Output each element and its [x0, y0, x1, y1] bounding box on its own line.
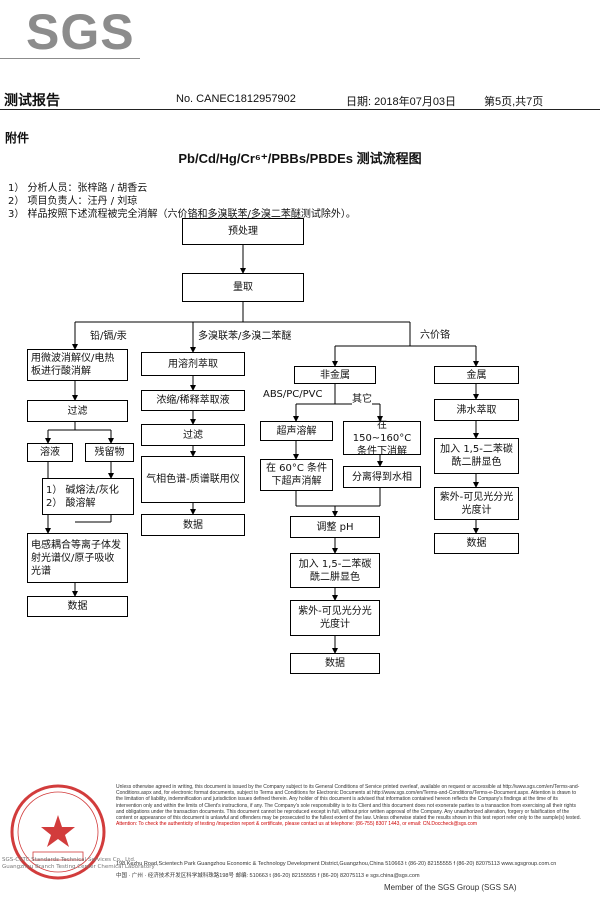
- pbb-concentrate-box: 浓缩/稀释萃取液: [141, 390, 245, 411]
- metals-solution-box: 溶液: [27, 443, 73, 462]
- pbb-extract-box: 用溶剂萃取: [141, 352, 245, 376]
- cr-metal-data-box: 数据: [434, 533, 519, 554]
- report-title: 测试报告: [4, 93, 60, 109]
- metals-filter-box: 过滤: [27, 400, 128, 422]
- abs-pc-pvc-label: ABS/PC/PVC: [263, 389, 323, 400]
- header-rule: [0, 109, 600, 110]
- authenticity-notice: Attention: To check the authenticity of …: [116, 821, 478, 828]
- pbb-gcms-box: 气相色谱-质谱联用仪: [141, 456, 245, 503]
- sgs-logo: SGS: [26, 4, 135, 60]
- disclaimer-body: Unless otherwise agreed in writing, this…: [116, 784, 581, 822]
- metals-data-box: 数据: [27, 596, 128, 617]
- page-number: 第5页,共7页: [484, 96, 544, 108]
- other-label: 其它: [352, 390, 372, 405]
- cr-metal-uv-box: 紫外-可见光分光光度计: [434, 487, 519, 520]
- cr-separate-box: 分离得到水相: [343, 466, 421, 488]
- cr-digest-150-box: 在 150~160°C 条件下消解: [343, 420, 421, 457]
- note-analyst: 1） 分析人员：张梓路 / 胡香云: [8, 183, 148, 194]
- pbb-filter-box: 过滤: [141, 424, 245, 446]
- cr-metal-box: 金属: [434, 366, 519, 384]
- residue-step-1: 1） 碱熔法/灰化: [46, 484, 119, 496]
- cr-metal-reagent-box: 加入 1,5-二苯碳酰二肼显色: [434, 438, 519, 474]
- note-project-lead: 2） 项目负责人：汪丹 / 刘琼: [8, 196, 138, 207]
- branch-label-metals: 铅/镉/汞: [90, 327, 127, 342]
- note-digestion: 3） 样品按照下述流程被完全消解（六价铬和多溴联苯/多溴二苯醚测试除外）。: [8, 209, 356, 220]
- cr-nonmetal-box: 非金属: [294, 366, 376, 384]
- cr-nonmetal-uv-box: 紫外-可见光分光光度计: [290, 600, 380, 636]
- metals-icp-box: 电感耦合等离子体发射光谱仪/原子吸收光谱: [27, 533, 128, 583]
- metals-residue-box: 残留物: [85, 443, 134, 462]
- measure-box: 量取: [182, 273, 304, 302]
- branch-label-cr: 六价铬: [420, 326, 450, 341]
- cr-ultrasonic-60-box: 在 60°C 条件下超声消解: [260, 459, 333, 491]
- cr-nonmetal-reagent-box: 加入 1,5-二苯碳酰二肼显色: [290, 553, 380, 588]
- residue-step-2: 2） 酸溶解: [46, 497, 96, 509]
- official-seal-stamp: [10, 784, 106, 880]
- pretreatment-box: 预处理: [182, 218, 304, 245]
- address-english: 198 Kezhu Road,Scientech Park Guangzhou …: [116, 861, 557, 867]
- cr-adjust-ph-box: 调整 pH: [290, 516, 380, 538]
- report-date: 日期: 2018年07月03日: [346, 96, 457, 108]
- address-chinese: 中国 · 广州 · 经济技术开发区科学城科珠路198号 邮编: 510663 t…: [116, 873, 420, 879]
- metals-residue-steps-box: 1） 碱熔法/灰化 2） 酸溶解: [42, 478, 134, 515]
- disclaimer-text: Unless otherwise agreed in writing, this…: [116, 784, 584, 827]
- logo-rule: [0, 58, 140, 59]
- seal-caption: SGS-CSTC Standards Technical Services Co…: [2, 857, 155, 870]
- cr-boil-box: 沸水萃取: [434, 399, 519, 421]
- cr-nonmetal-data-box: 数据: [290, 653, 380, 674]
- cr-ultrasonic-box: 超声溶解: [260, 421, 333, 441]
- flowchart-title: Pb/Cd/Hg/Cr⁶⁺/PBBs/PBDEs 测试流程图: [178, 151, 422, 166]
- branch-label-pbb: 多溴联苯/多溴二苯醚: [198, 327, 292, 342]
- annex-heading: 附件: [5, 131, 30, 145]
- sgs-member-line: Member of the SGS Group (SGS SA): [384, 883, 517, 892]
- report-number: No. CANEC1812957902: [176, 93, 296, 105]
- metals-digest-box: 用微波消解仪/电热板进行酸消解: [27, 349, 128, 381]
- pbb-data-box: 数据: [141, 514, 245, 536]
